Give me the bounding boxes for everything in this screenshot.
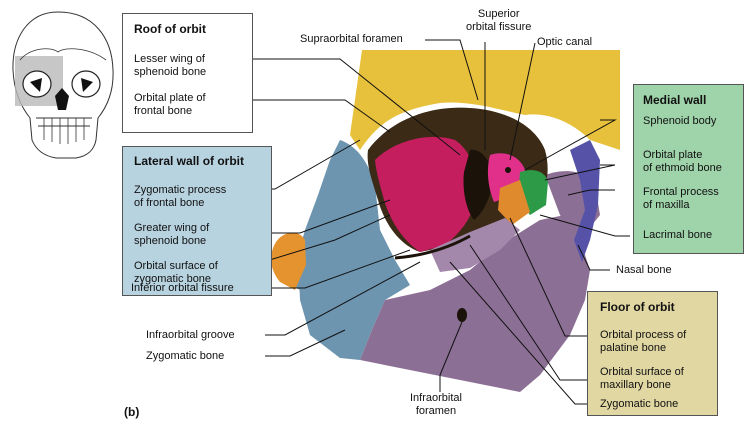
- label-infraorbital-groove: Infraorbital groove: [146, 329, 235, 341]
- label-zygomatic-bone-right: Zygomatic bone: [600, 398, 679, 410]
- label-orbital-process-palatine: Orbital process of palatine bone: [600, 329, 687, 354]
- floor-of-orbit-title: Floor of orbit: [600, 300, 675, 314]
- superior-orbital-fissure-shape: [463, 149, 492, 220]
- label-optic-canal: Optic canal: [537, 36, 593, 48]
- skull-thumbnail: [12, 11, 114, 159]
- label-zygomatic-bone-left: Zygomatic bone: [146, 350, 225, 362]
- label-sphenoid-body: Sphenoid body: [643, 115, 717, 127]
- label-supraorbital-foramen: Supraorbital foramen: [300, 33, 403, 45]
- label-orbital-plate-frontal: Orbital plate of frontal bone: [134, 92, 206, 117]
- floor-of-orbit-box: [587, 291, 718, 416]
- label-zygomatic-process: Zygomatic process of frontal bone: [134, 184, 227, 209]
- nasal-bone-region: [570, 140, 600, 262]
- label-orbital-plate-ethmoid: Orbital plate of ethmoid bone: [643, 149, 722, 174]
- label-lesser-wing: Lesser wing of sphenoid bone: [134, 53, 207, 78]
- label-inferior-orbital-fissure: Inferior orbital fissure: [131, 282, 234, 294]
- medial-wall-title: Medial wall: [643, 93, 707, 107]
- roof-of-orbit-box: [122, 13, 253, 133]
- label-frontal-process-maxilla: Frontal process of maxilla: [643, 186, 719, 211]
- inferior-orbital-fissure-shape: [394, 234, 471, 260]
- lateral-wall-title: Lateral wall of orbit: [134, 154, 245, 168]
- maxilla-bone-region: [360, 215, 590, 392]
- medial-wall-box: [633, 84, 744, 254]
- label-infraorbital-foramen: Infraorbital foramen: [410, 392, 462, 417]
- label-orbital-surface-zygomatic: Orbital surface of zygomatic bone: [134, 260, 218, 285]
- lateral-wall-box: [122, 146, 272, 296]
- label-orbital-surface-maxillary: Orbital surface of maxillary bone: [600, 366, 684, 391]
- label-superior-orbital-fissure: Superior orbital fissure: [466, 8, 532, 33]
- sphenoid-greater-wing-region: [375, 136, 477, 252]
- infraorbital-foramen-shape: [457, 308, 467, 322]
- sphenoid-body-region: [487, 153, 525, 202]
- roof-of-orbit-title: Roof of orbit: [134, 22, 206, 36]
- label-lacrimal-bone: Lacrimal bone: [643, 229, 713, 241]
- label-nasal-bone: Nasal bone: [616, 264, 672, 276]
- lacrimal-bone-region: [498, 180, 530, 225]
- zygomatic-tip-region: [271, 232, 306, 290]
- orbital-floor-region: [430, 218, 520, 272]
- optic-canal-shape: [505, 167, 511, 173]
- label-greater-wing: Greater wing of sphenoid bone: [134, 222, 210, 247]
- orbit-bones: [271, 50, 620, 392]
- figure-label: (b): [124, 405, 140, 419]
- zygomatic-bone-region: [298, 140, 410, 360]
- leader-lines: [249, 39, 630, 405]
